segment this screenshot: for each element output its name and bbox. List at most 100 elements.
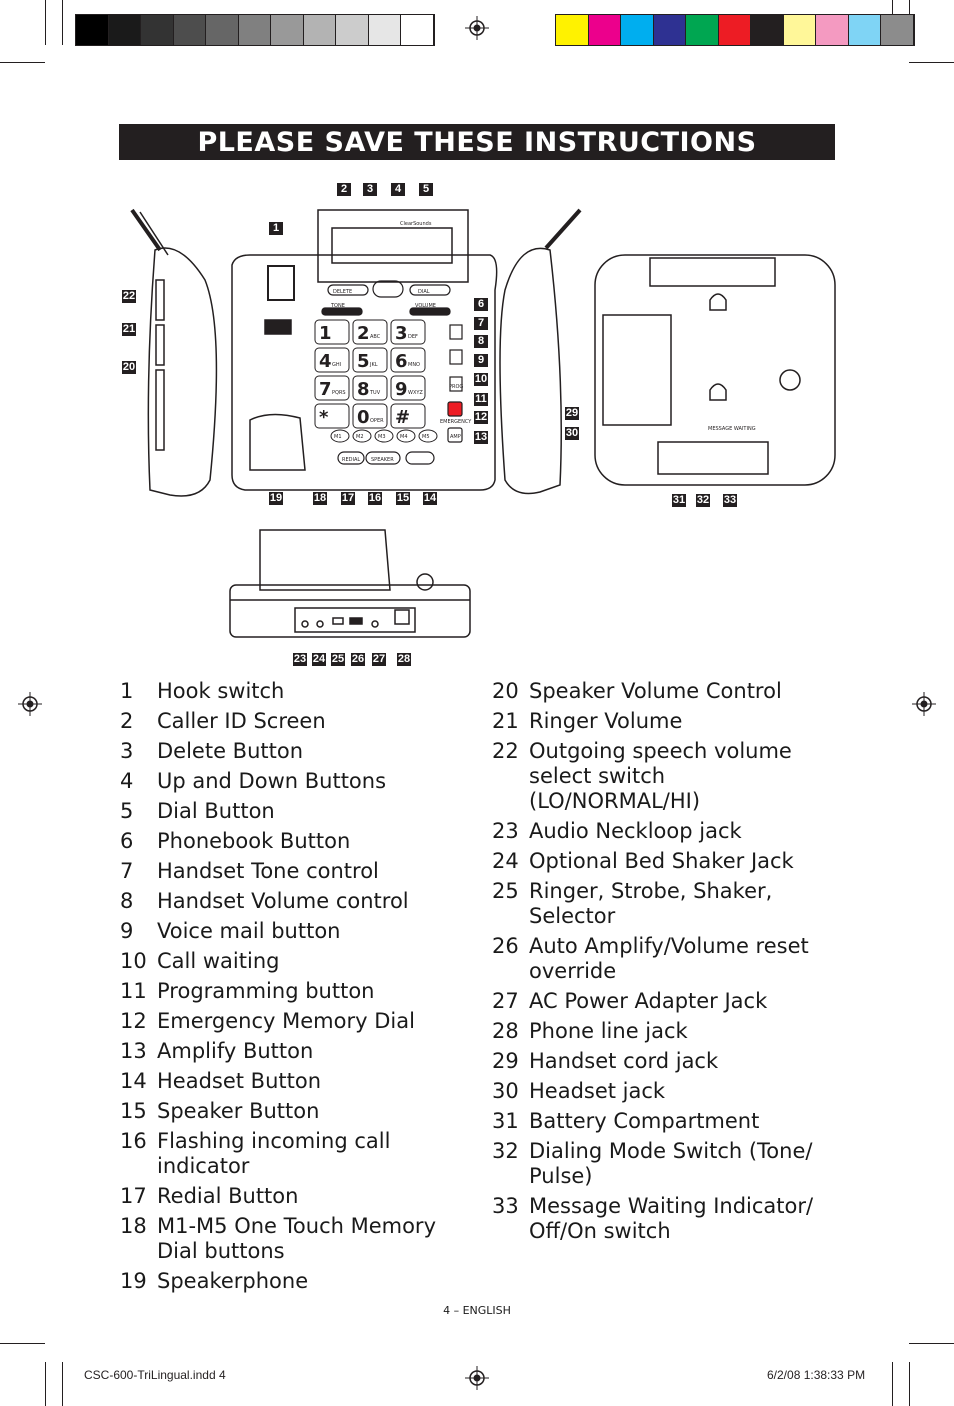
registration-mark-icon bbox=[465, 16, 489, 40]
callout-13: 13 bbox=[474, 431, 488, 444]
gray-swatch bbox=[238, 15, 271, 45]
list-item-number: 11 bbox=[120, 979, 147, 1003]
callout-15: 15 bbox=[396, 492, 410, 505]
list-item: 19 Speakerphone bbox=[120, 1266, 465, 1296]
list-item-number: 29 bbox=[492, 1049, 519, 1073]
list-item-text: Emergency Memory Dial bbox=[157, 1008, 415, 1033]
color-swatch bbox=[783, 15, 816, 45]
list-item-number: 16 bbox=[120, 1129, 147, 1153]
keypad-letters: DEF bbox=[408, 334, 418, 340]
keypad-digit: 4 bbox=[319, 351, 332, 372]
callout-1: 1 bbox=[269, 222, 283, 235]
callout-19: 19 bbox=[269, 492, 283, 505]
list-item-number: 13 bbox=[120, 1039, 147, 1063]
file-slug: CSC-600-TriLingual.indd 4 bbox=[84, 1368, 226, 1382]
list-item-text: Phone line jack bbox=[529, 1018, 688, 1043]
list-item: 11 Programming button bbox=[120, 976, 465, 1006]
list-item-number: 18 bbox=[120, 1214, 147, 1238]
memory-button bbox=[330, 429, 350, 443]
list-item-number: 26 bbox=[492, 934, 519, 958]
list-item-number: 8 bbox=[120, 889, 134, 913]
keypad-key bbox=[314, 403, 350, 429]
list-item-text: Delete Button bbox=[157, 738, 304, 763]
memory-button bbox=[352, 429, 372, 443]
keypad-digit: 9 bbox=[395, 379, 408, 400]
list-item-number: 10 bbox=[120, 949, 147, 973]
registration-mark-icon bbox=[465, 1366, 489, 1390]
right-side-view bbox=[499, 247, 562, 495]
color-swatch bbox=[621, 15, 654, 45]
tone-label: TONE bbox=[330, 303, 345, 309]
list-item-number: 24 bbox=[492, 849, 519, 873]
list-item-text: Speakerphone bbox=[157, 1268, 309, 1293]
callout-22: 22 bbox=[122, 290, 136, 303]
list-item-text: Dialing Mode Switch (Tone/ Pulse) bbox=[529, 1138, 813, 1188]
keypad-digit: # bbox=[395, 407, 410, 428]
keypad-key bbox=[390, 347, 426, 373]
list-item-number: 32 bbox=[492, 1139, 519, 1163]
keypad-letters: OPER bbox=[370, 418, 384, 424]
emergency-label: EMERGENCY bbox=[440, 419, 472, 425]
callout-24: 24 bbox=[312, 653, 326, 666]
list-item: 16 Flashing incoming call indicator bbox=[120, 1126, 465, 1181]
gray-swatch bbox=[206, 15, 239, 45]
keypad-key bbox=[390, 319, 426, 345]
list-item-number: 19 bbox=[120, 1269, 147, 1293]
callout-30: 30 bbox=[565, 427, 579, 440]
keypad-letters: ABC bbox=[370, 334, 381, 340]
color-swatch bbox=[881, 15, 914, 45]
list-item-text: Phonebook Button bbox=[157, 828, 351, 853]
keypad-key bbox=[352, 319, 388, 345]
list-item: 8 Handset Volume control bbox=[120, 886, 465, 916]
prog-label: PROG bbox=[449, 384, 463, 390]
keypad-digit: 6 bbox=[395, 351, 408, 372]
color-swatch bbox=[686, 15, 719, 45]
list-item-text: M1-M5 One Touch Memory Dial buttons bbox=[157, 1213, 436, 1263]
list-item-text: Headset jack bbox=[529, 1078, 666, 1103]
callout-28: 28 bbox=[397, 653, 411, 666]
registration-mark-icon bbox=[18, 692, 42, 716]
callout-23: 23 bbox=[293, 653, 307, 666]
list-item-text: Programming button bbox=[157, 978, 375, 1003]
registration-mark-icon bbox=[912, 692, 936, 716]
list-item-text: Message Waiting Indicator/ Off/On switch bbox=[529, 1193, 814, 1243]
gray-swatch bbox=[108, 15, 141, 45]
gray-swatch bbox=[271, 15, 304, 45]
memory-button bbox=[374, 429, 394, 443]
callout-7: 7 bbox=[474, 317, 488, 330]
bottom-view bbox=[594, 254, 836, 486]
list-item-text: Caller ID Screen bbox=[157, 708, 326, 733]
redial-label: REDIAL bbox=[342, 457, 360, 463]
callout-29: 29 bbox=[565, 407, 579, 420]
memory-label: M2 bbox=[356, 434, 364, 440]
callout-6: 6 bbox=[474, 298, 488, 311]
list-item-number: 4 bbox=[120, 769, 134, 793]
amp-label: AMP bbox=[450, 434, 461, 440]
gray-swatch bbox=[76, 15, 109, 45]
list-item-text: Flashing incoming call indicator bbox=[157, 1128, 391, 1178]
list-item-text: Handset Volume control bbox=[157, 888, 409, 913]
list-item-text: Up and Down Buttons bbox=[157, 768, 387, 793]
memory-label: M4 bbox=[400, 434, 408, 440]
list-item-number: 7 bbox=[120, 859, 134, 883]
callout-16: 16 bbox=[368, 492, 382, 505]
list-item-number: 33 bbox=[492, 1194, 519, 1218]
color-swatch bbox=[718, 15, 751, 45]
callout-2: 2 bbox=[337, 183, 351, 196]
list-item-number: 12 bbox=[120, 1009, 147, 1033]
callout-5: 5 bbox=[419, 183, 433, 196]
message-waiting-label: MESSAGE WAITING bbox=[708, 426, 756, 432]
keypad-letters: JKL bbox=[369, 362, 378, 368]
left-side-view bbox=[147, 247, 218, 497]
caller-id-screen bbox=[331, 227, 453, 264]
keypad-letters: TUV bbox=[369, 390, 381, 396]
